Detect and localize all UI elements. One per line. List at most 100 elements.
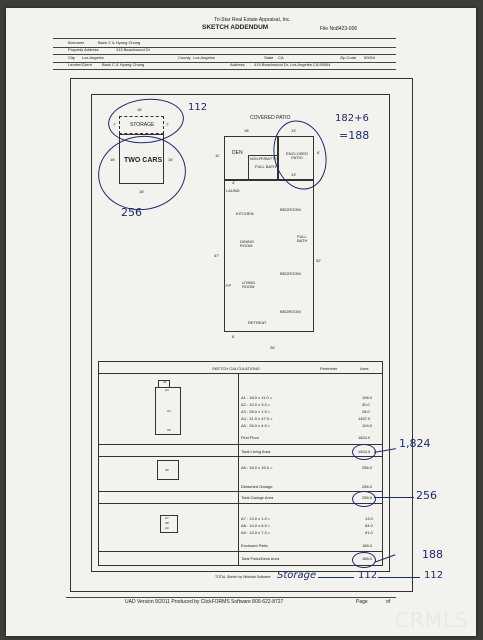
calc-table xyxy=(98,361,383,566)
sketch-frame xyxy=(70,78,413,592)
den-label: DEN xyxy=(232,150,243,156)
storage-left-dim: 7' xyxy=(113,122,116,127)
handwritten-188-top: =188 xyxy=(339,129,370,142)
bottom-small-dim: 6' xyxy=(232,334,235,339)
file-no-label: File No. xyxy=(320,26,338,32)
total-patio-label: Total Patio/Deck Area xyxy=(241,556,280,561)
laund-dim: 4' xyxy=(232,180,235,185)
county-value: Los Angeles xyxy=(193,55,215,60)
calc-row-1-value: 198.0 xyxy=(362,395,373,400)
total-living-label: Total Living Area xyxy=(241,449,271,454)
mini-a4: A4 xyxy=(167,409,171,413)
garage-top-dim: 16' xyxy=(137,107,143,112)
bedroom-2-label: BEDROOM xyxy=(280,271,301,276)
mini-a6: A6 xyxy=(165,468,169,472)
bedroom-3-label: BEDROOM xyxy=(280,309,301,314)
sketch-inner-frame xyxy=(91,94,390,572)
sketch-addendum-page xyxy=(6,8,476,636)
mini-a3: A3 xyxy=(165,388,169,392)
retreat-label: RETREAT xyxy=(248,320,267,325)
full-bath-1-label: FULL BATH xyxy=(255,164,277,169)
borrower-value: Back C & Hyang Chung xyxy=(98,40,141,45)
storage-label: STORAGE xyxy=(130,122,155,128)
storage-right-dim: 7' xyxy=(166,122,169,127)
garage-row-label: A6 : 16.0 x 16.0 = xyxy=(241,465,273,470)
property-value: 419 Beachwood Dr xyxy=(116,47,151,52)
garage-right-dim: 16' xyxy=(168,157,174,162)
state-value: CA xyxy=(278,55,284,60)
patio-row-1-value: 13.0 xyxy=(365,516,373,521)
laund-label: LAUND xyxy=(226,188,240,193)
perimeter-label: Perimeter xyxy=(320,366,338,371)
mini-sketch-garage xyxy=(157,460,179,480)
zip-value: 90004 xyxy=(364,55,376,60)
ep-bottom-dim: 13' xyxy=(291,172,297,177)
area-label: Area xyxy=(360,366,369,371)
mini-a9: A9 xyxy=(165,526,169,530)
enclosed-patio-calc-label: Enclosed Patio xyxy=(241,543,268,548)
den-left-dim: 11' xyxy=(215,153,220,158)
garage-total-circle xyxy=(352,491,376,507)
main-house xyxy=(224,180,314,332)
first-floor-value: 1824.0 xyxy=(358,435,371,440)
handwritten-storage-112: 112 xyxy=(358,570,378,581)
calc-row-4-value: 1457.0 xyxy=(358,416,371,421)
sketch-credit: TOTAL Sketch by Wintotal Software xyxy=(215,575,271,579)
mini-a1: A1 xyxy=(163,380,167,384)
patio-row-2-label: A8 : 14.0 x 6.0 = xyxy=(241,523,271,528)
calc-row-5-label: A5 : 26.0 x 4.0 = xyxy=(241,423,271,428)
handwritten-182: 182+6 xyxy=(335,113,369,124)
lender-value: Back C & Hyang Chung xyxy=(102,62,145,67)
enclosed-patio-room xyxy=(278,136,314,180)
handwritten-112-right: 112 xyxy=(424,570,444,581)
bottom-dim: 26' xyxy=(270,345,276,350)
garage-left-dim: 16' xyxy=(110,157,116,162)
ep-top-dim: 13' xyxy=(291,128,297,133)
garage-bottom-dim: 18' xyxy=(139,189,145,194)
two-cars-label: TWO CARS xyxy=(124,157,163,164)
den-top-dim: 18' xyxy=(244,128,250,133)
full-bath-2-label: FULL BATH xyxy=(297,234,308,243)
dining-label: DINING ROOM xyxy=(240,239,254,248)
handwritten-112-top: 112 xyxy=(188,102,208,113)
state-label: State xyxy=(264,55,274,60)
detached-garage-value: 256.0 xyxy=(362,484,373,489)
city-value: Los Angeles xyxy=(82,55,104,60)
left-dim: 47' xyxy=(214,253,220,258)
storage-room xyxy=(119,116,164,134)
first-floor-label: First Floor xyxy=(241,435,259,440)
non-permitted-label: NON-PERMITTED xyxy=(250,157,280,161)
company-name: Tri-Star Real Estate Appraisal, Inc. xyxy=(214,17,291,23)
footer-text: UAD Version 9/2011 Produced by ClickFORM… xyxy=(125,599,284,605)
handwritten-256-right: 256 xyxy=(416,489,437,502)
county-label: County xyxy=(178,55,191,60)
mini-a5: A5 xyxy=(167,428,171,432)
living-total-circle xyxy=(352,444,376,460)
address-value: 419 Beachwood Dr, Los Angeles CA 90004 xyxy=(254,62,331,67)
enclosed-patio-label: ENCLOSED PATIO xyxy=(285,151,308,160)
fp-label: FP xyxy=(226,283,232,288)
calc-title: SKETCH CALCULATIONS xyxy=(212,366,260,371)
footer-page: Page xyxy=(356,599,368,605)
calc-row-4-label: A4 : 31.0 x 47.0 = xyxy=(241,416,273,421)
patio-row-1-label: A7 : 13.0 x 1.0 = xyxy=(241,516,271,521)
page-title: SKETCH ADDENDUM xyxy=(202,24,269,31)
zip-label: Zip Code xyxy=(340,55,357,60)
garage-room xyxy=(119,134,164,184)
calc-row-2-value: 30.0 xyxy=(362,402,370,407)
patio-row-2-value: 84.0 xyxy=(365,523,373,528)
calc-row-3-value: 28.0 xyxy=(362,409,370,414)
patio-total-circle xyxy=(352,552,376,568)
bath-room-1 xyxy=(248,155,278,180)
total-garage-label: Total Garage Area xyxy=(241,495,274,500)
covered-patio-label: COVERED PATIO xyxy=(250,115,291,121)
enclosed-patio-calc-value: 188.0 xyxy=(362,543,373,548)
file-no-value: 8423-006 xyxy=(336,26,358,32)
handwritten-188: 188 xyxy=(422,548,443,561)
city-label: City xyxy=(68,55,75,60)
mini-a8: A8 xyxy=(165,521,169,525)
handwritten-storage: Storage xyxy=(277,570,317,581)
detached-garage-label: Detached Garage xyxy=(241,484,273,489)
mini-a7: A7 xyxy=(165,516,169,520)
borrower-label: Borrower xyxy=(68,40,85,45)
